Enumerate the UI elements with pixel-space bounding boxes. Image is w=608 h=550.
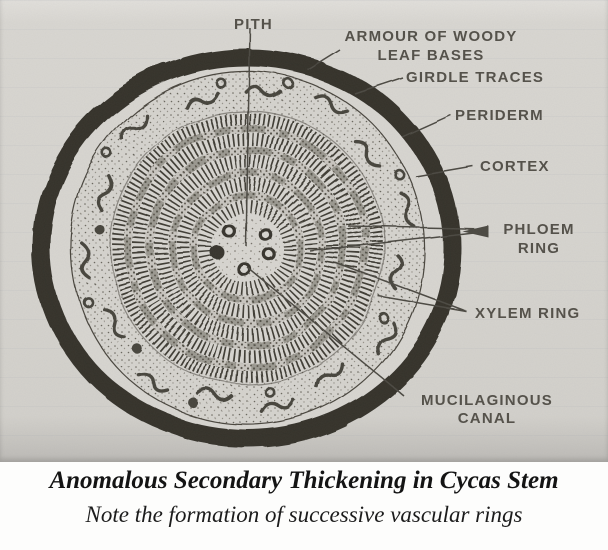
- cycas-stem-cross-section-diagram: [0, 0, 608, 462]
- label-mucilaginous-canal: MUCILAGINOUS CANAL: [421, 392, 553, 427]
- scanned-figure: PITH ARMOUR OF WOODY LEAF BASES GIRDLE T…: [0, 0, 608, 462]
- caption-title: Anomalous Secondary Thickening in Cycas …: [49, 467, 559, 494]
- label-phloem-ring: PHLOEM RING: [503, 221, 575, 257]
- label-cortex: CORTEX: [480, 158, 550, 175]
- caption-subtitle: Note the formation of successive vascula…: [85, 502, 523, 527]
- label-girdle-traces: GIRDLE TRACES: [406, 69, 545, 86]
- label-pith: PITH: [234, 16, 273, 33]
- label-periderm: PERIDERM: [455, 107, 544, 124]
- label-xylem-ring: XYLEM RING: [475, 305, 581, 322]
- figure-caption: Anomalous Secondary Thickening in Cycas …: [0, 462, 608, 550]
- scan-grain-overlay: [0, 0, 608, 462]
- label-armour-of-woody-leaf-bases: ARMOUR OF WOODY LEAF BASES: [344, 28, 518, 64]
